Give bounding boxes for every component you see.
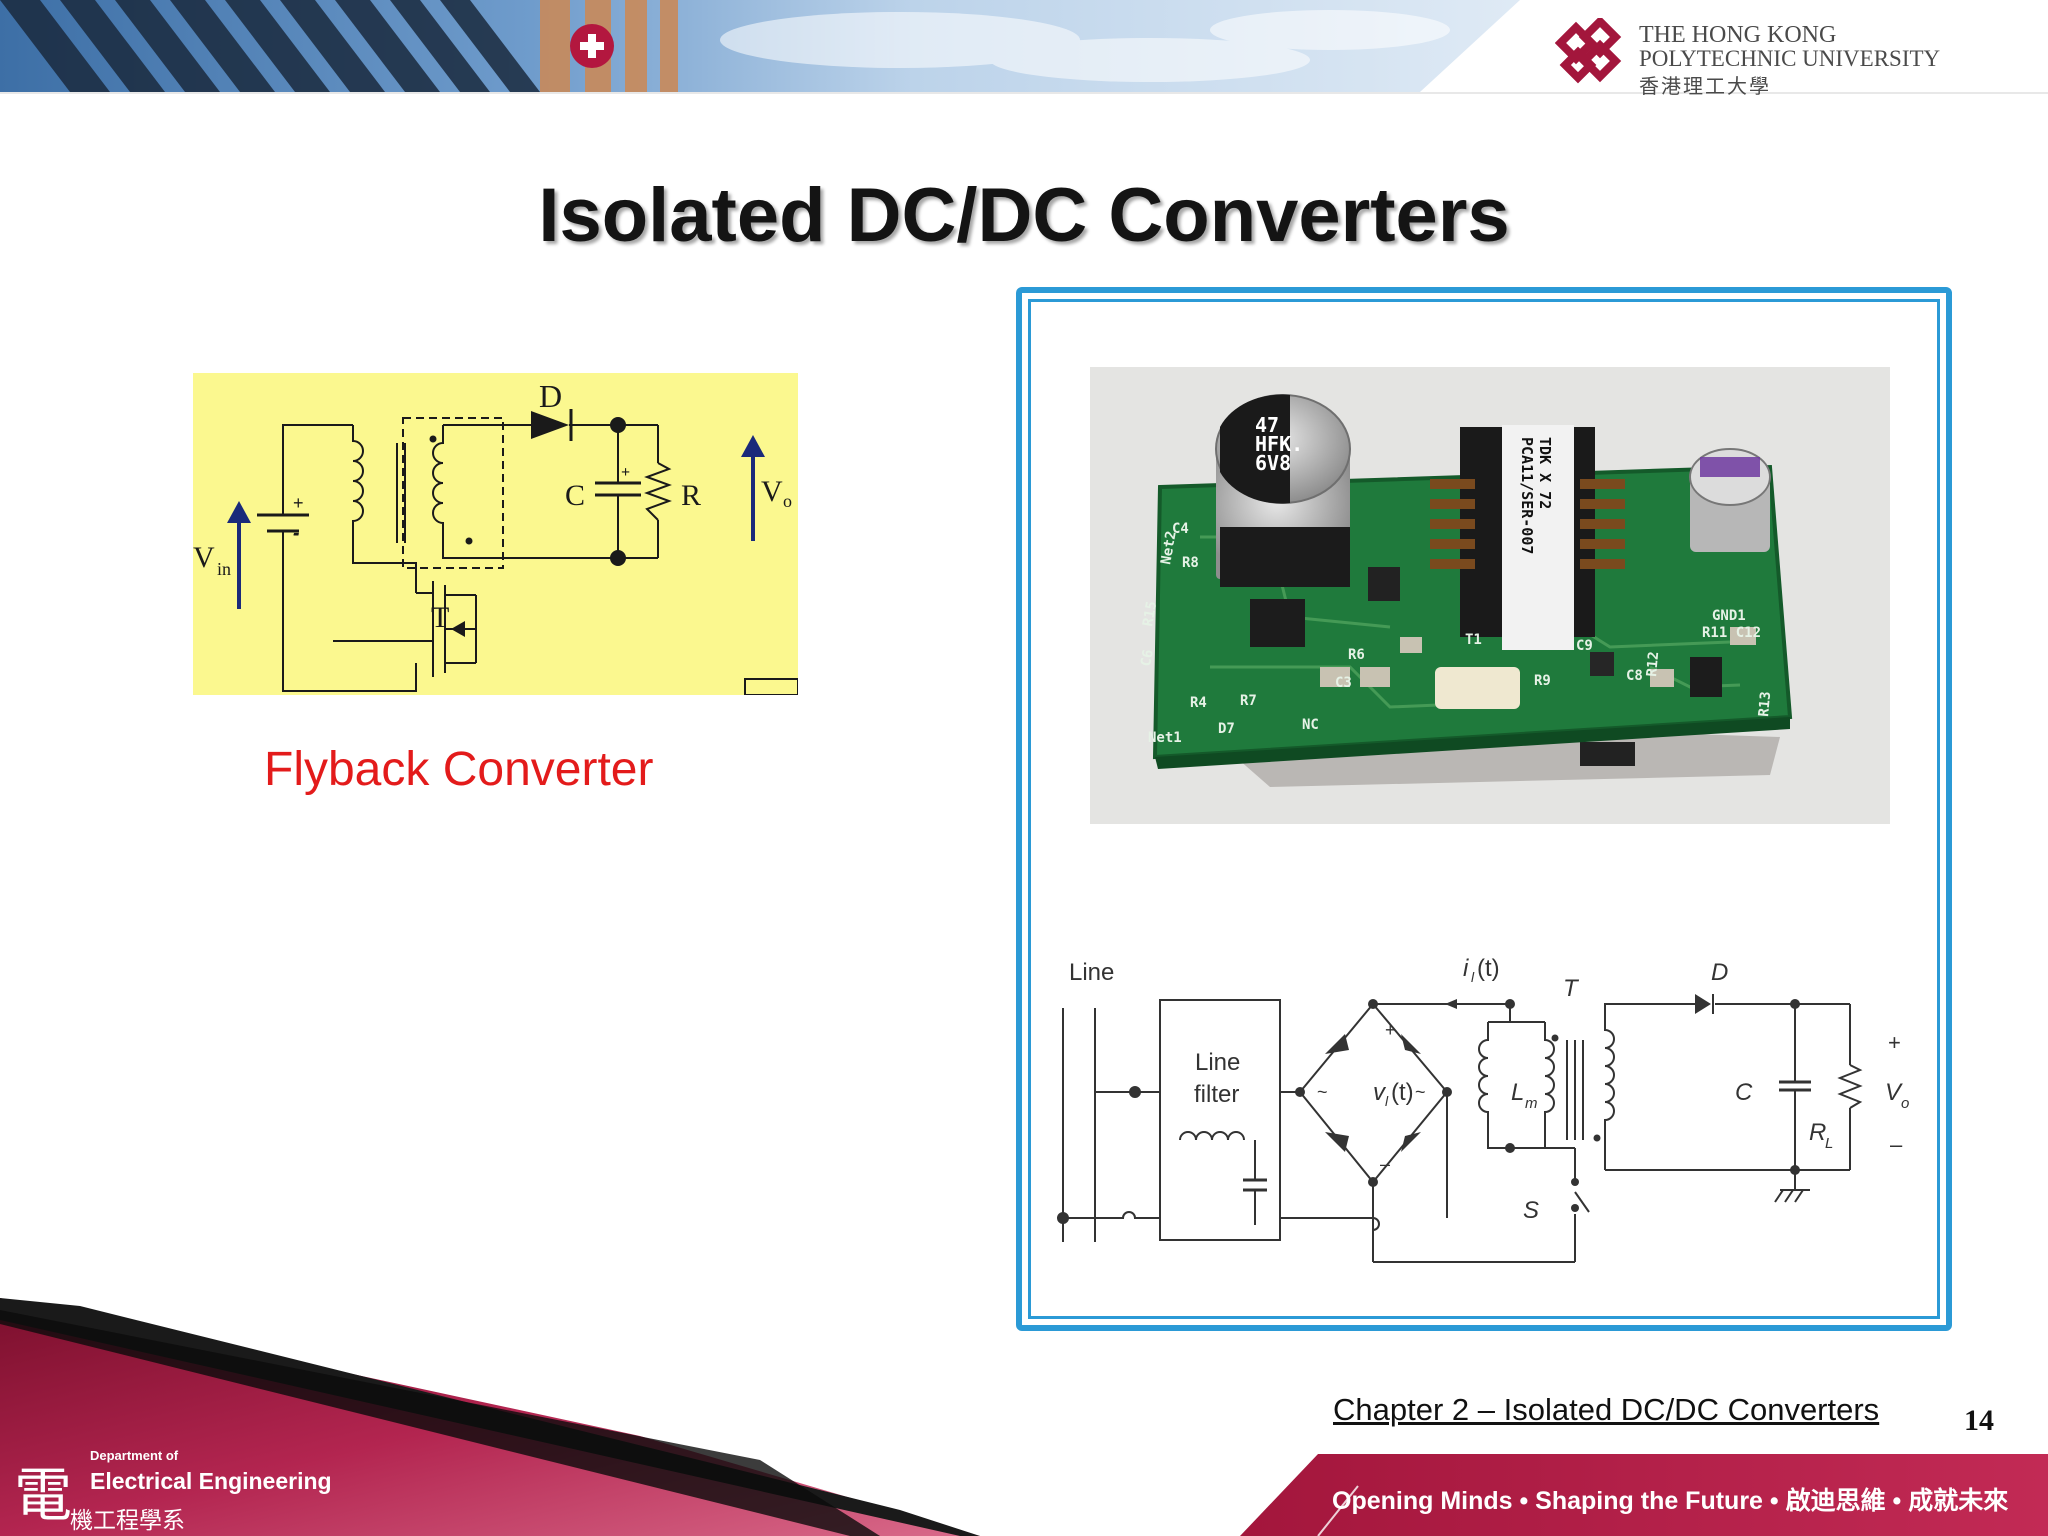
cap-label-3: 6V8	[1255, 451, 1291, 475]
silk-r6: R6	[1348, 647, 1365, 663]
label-vo-sub: o	[783, 491, 792, 511]
label-resistor: R	[681, 479, 701, 512]
label-lm-sub: m	[1525, 1095, 1538, 1112]
label-rl-sub: L	[1825, 1135, 1833, 1152]
silk-d7: D7	[1218, 721, 1235, 737]
dept-label-name: Electrical Engineering	[90, 1468, 332, 1494]
university-slogan: Opening Minds • Shaping the Future • 啟迪思…	[1332, 1487, 2009, 1515]
silk-net1: Net1	[1148, 730, 1182, 746]
transformer-label-2: TDK X 72	[1536, 437, 1554, 509]
university-name-line2: POLYTECHNIC UNIVERSITY	[1639, 46, 1941, 71]
schematic-background	[193, 373, 798, 695]
chapter-footer: Chapter 2 – Isolated DC/DC Converters	[1333, 1392, 1880, 1427]
banner-emblem-icon	[570, 24, 614, 68]
silk-t1: T1	[1465, 632, 1482, 648]
silk-r9: R9	[1534, 673, 1551, 689]
header-banner	[0, 0, 2048, 94]
label-switch-s: S	[1523, 1197, 1539, 1224]
footer-band	[0, 1298, 2048, 1536]
cap-label-2: HFK.	[1255, 432, 1303, 456]
label-rl: R	[1809, 1119, 1826, 1146]
label-cap-c: C	[1735, 1079, 1753, 1106]
label-vin: V	[193, 541, 215, 574]
silk-r8: R8	[1182, 555, 1199, 571]
diode-symbol	[531, 411, 569, 439]
label-minus: -	[293, 523, 299, 543]
silk-r7: R7	[1240, 693, 1257, 709]
label-current-sub: l	[1471, 969, 1475, 985]
label-vo: V	[761, 475, 783, 508]
flyback-caption: Flyback Converter	[264, 743, 654, 796]
label-batt-minus: -	[293, 522, 300, 544]
slide-title: Isolated DC/DC Converters	[538, 173, 1510, 258]
silk-c3: C3	[1335, 675, 1352, 691]
silk-gnd: GND1	[1712, 608, 1746, 624]
label-diode: D	[539, 378, 562, 414]
polyu-logo-icon	[1555, 18, 1622, 84]
silk-c8: C8	[1626, 668, 1643, 684]
figure-frame	[1016, 287, 1952, 1331]
transformer-label-1: PCA11/SER-007	[1518, 437, 1536, 554]
label-out-plus: +	[1888, 1030, 1901, 1055]
silk-c4: C4	[1172, 521, 1189, 537]
label-transformer: T	[1563, 975, 1580, 1002]
cap-label-1: 47	[1255, 413, 1279, 437]
silk-c9: C9	[1576, 638, 1593, 654]
label-batt-plus: +	[293, 493, 304, 513]
figure-frame-inner	[1028, 299, 1940, 1319]
silk-r4: R4	[1190, 695, 1207, 711]
label-minus: -	[293, 523, 299, 543]
label-lm: L	[1511, 1079, 1524, 1106]
page-number: 14	[1964, 1404, 1994, 1437]
dept-label-cn: 機工程學系	[70, 1507, 185, 1533]
university-name-line1: THE HONG KONG	[1639, 22, 1837, 48]
label-voltage-rest: (t)	[1391, 1079, 1414, 1106]
label-line-filter-1: Line	[1195, 1049, 1240, 1076]
label-voltage-sub: l	[1385, 1093, 1389, 1109]
label-line: Line	[1069, 959, 1114, 986]
silk-r13: R13	[1756, 691, 1774, 718]
label-bridge-minus: –	[1380, 1154, 1390, 1174]
dept-label-small: Department of	[90, 1448, 179, 1463]
dept-logo-char: 電	[14, 1461, 73, 1529]
label-cap-plus: +	[621, 464, 630, 481]
label-bridge-plus: +	[1385, 1020, 1396, 1040]
label-switch: T	[431, 601, 449, 634]
label-bridge-ac2: ~	[1415, 1082, 1426, 1102]
flyback-schematic: D C R T V in V o - - + - +	[193, 373, 798, 695]
label-vin-sub: in	[217, 559, 231, 579]
label-out-minus: –	[1890, 1132, 1903, 1157]
label-current-rest: (t)	[1477, 955, 1500, 982]
label-diode-d: D	[1711, 959, 1728, 986]
label-current: i	[1463, 955, 1469, 982]
silk-net2: Net2	[1158, 530, 1180, 566]
label-bridge-ac1: ~	[1317, 1082, 1328, 1102]
pcb-photo: 47 HFK. 6V8 PCA11/SER-007 TDK X 72 Net2 …	[1090, 367, 1890, 824]
label-voltage: v	[1373, 1079, 1387, 1106]
university-name-cn: 香港理工大學	[1639, 76, 1771, 98]
silk-r11c12: R11 C12	[1702, 625, 1761, 641]
silk-nc: NC	[1302, 717, 1319, 733]
label-line-filter-2: filter	[1194, 1081, 1239, 1108]
silk-c6: C6	[1138, 648, 1157, 667]
label-vo-right: V	[1885, 1079, 1903, 1106]
university-logo: THE HONG KONG POLYTECHNIC UNIVERSITY 香港理…	[1555, 18, 1955, 98]
silk-r15: R15	[1140, 600, 1160, 628]
label-capacitor: C	[565, 479, 585, 512]
offline-flyback-schematic: Line Line filter i l (t) v l (t) T D L m…	[1057, 955, 1909, 1263]
label-vo-right-sub: o	[1901, 1095, 1909, 1112]
silk-r12: R12	[1644, 651, 1662, 678]
